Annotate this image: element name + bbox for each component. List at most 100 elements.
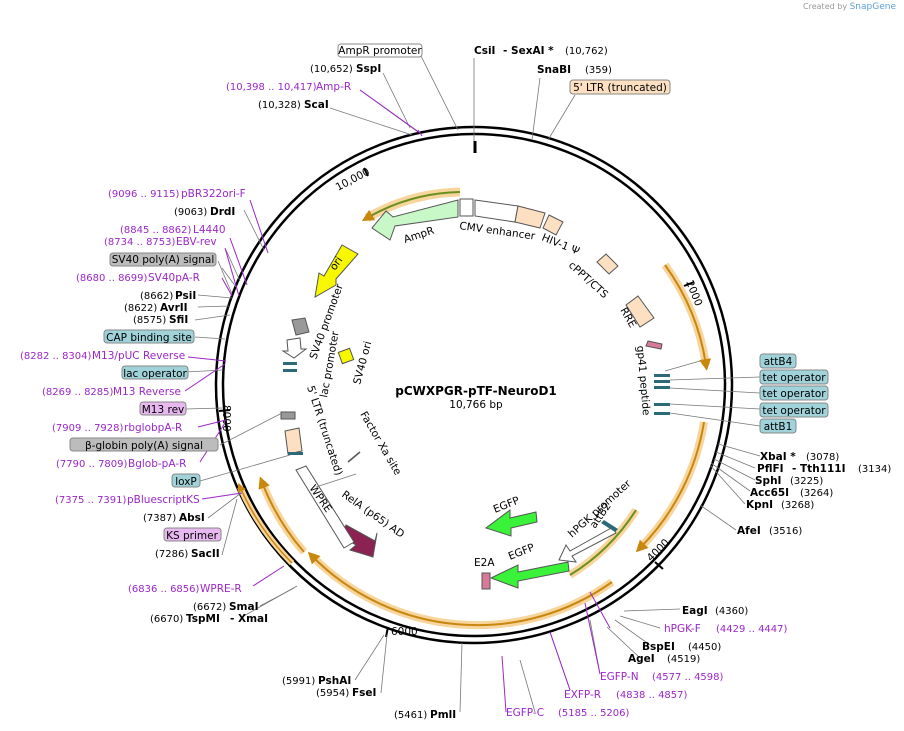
loxp-mark: [288, 452, 303, 455]
exfp-pos: (4838 .. 4857): [616, 690, 688, 701]
att-b1-mark: [654, 412, 670, 415]
scai-pos: (10,328): [258, 100, 301, 111]
tet2-text: tet operator: [762, 388, 826, 400]
afei-pos: (3516): [769, 526, 802, 537]
psii-pos: (8662): [140, 291, 173, 302]
xmai-label: - XmaI: [230, 613, 268, 625]
pshai-label: PshAI: [318, 675, 351, 687]
lac-op-mark: [283, 362, 297, 365]
bglob-box: [69, 437, 219, 452]
tet3-box: [759, 402, 829, 418]
snapgene-logo: SnapGene: [849, 2, 896, 12]
sv40pa-feature: [291, 317, 310, 336]
sfii-label: SfiI: [169, 314, 188, 326]
psii-label: PsiI: [175, 290, 196, 302]
tet-op-mark-3: [654, 403, 670, 406]
agei-label: AgeI: [628, 653, 655, 665]
orf-arc-right-2: [637, 421, 708, 551]
egfp-arrow-2: [489, 561, 570, 589]
absi-label: AbsI: [179, 512, 205, 524]
tick-6000: [385, 626, 389, 638]
sv40-primer-label: SV40pA-R: [148, 272, 200, 284]
kpni-pos: (3268): [781, 500, 814, 511]
sspi-label: SspI: [356, 63, 381, 75]
gp41-feature: [645, 340, 663, 350]
ltr-top-box: [569, 79, 671, 95]
l4440-pos: (8845 .. 8862): [120, 225, 192, 236]
lacop-text: lac operator: [123, 368, 187, 380]
ebv-label: EBV-rev: [176, 236, 217, 248]
drdi-label: DrdI: [210, 206, 235, 218]
plasmid-name: pCWXPGR-pTF-NeuroD1: [395, 384, 557, 398]
lacop-box: [121, 365, 189, 380]
acc65i-label: Acc65I: [750, 487, 789, 499]
hpgk-primer-label: hPGK-F: [664, 623, 701, 635]
attb2-mark: [601, 520, 618, 532]
attb4-box: [759, 353, 797, 369]
snabi-label: SnaBI: [537, 64, 571, 76]
rbg-label: rbglobpA-R: [124, 422, 182, 434]
m13rev-text: M13 rev: [142, 404, 185, 416]
attb1-box: [759, 418, 797, 434]
tet2-box: [759, 385, 829, 401]
pbr-label: pBR322ori-F: [181, 188, 246, 200]
csi-pos: (10,762): [565, 46, 608, 57]
ruler-6000: 6000: [391, 626, 418, 638]
m13rev-box: [139, 401, 187, 416]
acc65i-pos: (3264): [800, 488, 833, 499]
sphi-label: SphI: [755, 475, 781, 487]
bglob-text: β-globin poly(A) signal: [85, 440, 203, 452]
ltr-feature: [514, 205, 546, 229]
cap-mark: [283, 369, 297, 372]
credit-prefix: Created by: [803, 2, 848, 11]
m13puc-pos: (8282 .. 8304): [20, 351, 92, 362]
ksprimer-box: [163, 527, 222, 542]
sv40ori-label: SV40 ori: [351, 340, 374, 386]
sphi-pos: (3225): [790, 476, 823, 487]
cmv-enhancer-feature: [474, 199, 519, 223]
pflfi-label: PflFI: [757, 463, 784, 475]
pmli-label: PmlI: [430, 709, 456, 721]
gp41-label: gp41 peptide: [634, 345, 652, 416]
tet3-text: tet operator: [762, 405, 826, 417]
hpgk-promoter-arrow: [558, 526, 617, 563]
wpre-primer-pos: (6836 .. 6856): [128, 584, 200, 595]
bglob-mark: [280, 411, 296, 420]
avrii-label: AvrII: [160, 302, 188, 314]
pbr-pos: (9096 .. 9115): [108, 189, 180, 200]
bspei-pos: (4450): [688, 642, 721, 653]
sspi-pos: (10,652): [310, 64, 353, 75]
loxp-box: [171, 473, 201, 488]
bglob-primer-label: Bglob-pA-R: [128, 458, 186, 470]
sfii-pos: (8575): [133, 315, 166, 326]
ruler-10000: 10,000: [334, 166, 372, 194]
hiv-label: HIV-1 Ψ: [540, 232, 581, 258]
xbai-label: XbaI *: [760, 451, 796, 463]
ampr-arrow: [371, 199, 459, 241]
wpre-primer-label: WPRE-R: [200, 583, 242, 595]
tick-8000: [218, 409, 231, 412]
ampr-label: AmpR: [402, 225, 436, 246]
kpni-label: KpnI: [746, 499, 773, 511]
tick-2000: [683, 281, 695, 287]
tth-label: - Tth111I: [792, 463, 846, 475]
sv40-ori-feature: [337, 347, 355, 365]
tick-4000: [654, 561, 664, 570]
tet-op-mark-2: [654, 386, 670, 389]
e2a-label: E2A: [474, 557, 495, 569]
ori-arrow: [314, 244, 359, 298]
pbks-pos: (7375 .. 7391): [55, 495, 127, 506]
tet-op-mark-1: [654, 380, 670, 383]
attb4-text: attB4: [764, 356, 793, 368]
pmli-pos: (5461): [394, 710, 427, 721]
ampr-promoter-feature: [459, 198, 474, 217]
sv40pa-text: SV40 poly(A) signal: [112, 254, 215, 266]
lac-promoter-arrow: [281, 337, 308, 359]
snabi-pos: (359): [585, 65, 612, 76]
sacii-label: SacII: [191, 548, 220, 560]
tet1-box: [759, 369, 829, 385]
cap-box: [103, 329, 195, 344]
eagi-pos: (4360): [715, 606, 748, 617]
m13r-pos: (8269 .. 8285): [42, 387, 114, 398]
